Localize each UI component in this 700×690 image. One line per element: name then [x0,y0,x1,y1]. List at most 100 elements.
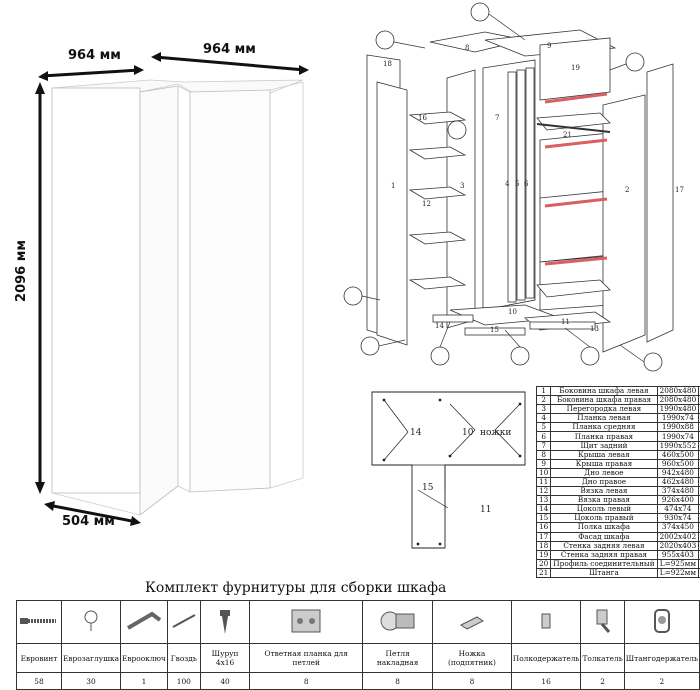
plan-view: 14 10 ножки 15 11 [370,390,530,550]
parts-cell-n: 8 [537,450,551,459]
parts-cell-size: 2002x402 [657,532,699,541]
hardware-qty: 30 [62,673,121,690]
dimension-depth: 504 мм [62,514,115,529]
parts-cell-size: 1990x74 [657,432,699,441]
hardware-qty: 8 [250,673,363,690]
parts-cell-n: 17 [537,532,551,541]
label-18: 18 [383,60,392,68]
hardware-name: Евровинт [17,644,62,673]
parts-cell-n: 6 [537,432,551,441]
parts-cell-name: Стенка задняя правая [551,550,657,559]
wardrobe-drawing [0,0,340,540]
shelf-pin-icon [511,601,581,644]
plan-label-15: 15 [422,483,434,493]
hardware-qty: 2 [624,673,699,690]
hardware-title: Комплект фурнитуры для сборки шкафа [145,580,446,596]
hardware-name: Петля накладная [363,644,433,673]
hardware-qty: 2 [581,673,624,690]
exploded-diagram: 18 1 3 4 5 6 7 8 9 10 11 12 13 14 15 16 … [325,0,700,385]
parts-cell-name: Полка шкафа [551,523,657,532]
label-6: 6 [524,180,529,188]
plan-label-11: 11 [480,505,491,515]
hardware-qty: 8 [363,673,433,690]
cap-icon [62,601,121,644]
parts-cell-name: Планка правая [551,432,657,441]
screw-icon [17,601,62,644]
dimension-width-right: 964 мм [203,42,256,57]
plan-label-10: 10 [462,428,474,438]
label-17: 17 [675,186,684,194]
label-9: 9 [547,42,551,50]
nail-icon [167,601,200,644]
label-10: 10 [508,308,517,316]
parts-cell-n: 16 [537,523,551,532]
hardware-qty: 58 [17,673,62,690]
hardware-name: Ножка (подпятник) [433,644,512,673]
hardware-qty: 8 [433,673,512,690]
label-15: 15 [490,326,499,334]
label-12: 12 [422,200,431,208]
hardware-qty: 40 [200,673,249,690]
label-21: 21 [563,131,572,139]
wood-screw-icon [200,601,249,644]
rod-holder-icon [624,601,699,644]
hardware-name: Толкатель [581,644,624,673]
label-14: 14 [435,322,444,330]
parts-cell-name: Фасад шкафа [551,532,657,541]
parts-cell-name: Стенка задняя левая [551,541,657,550]
exploded-drawing: 18 1 3 4 5 6 7 8 9 10 11 12 13 14 15 16 … [325,0,700,385]
parts-cell-name: Планка средняя [551,423,657,432]
hardware-name: Полкодержатель [511,644,581,673]
label-2: 2 [625,186,629,194]
label-11: 11 [561,318,570,326]
wardrobe-view: 964 мм 964 мм 2096 мм 504 мм [0,0,340,540]
plan-label-14: 14 [410,428,422,438]
parts-cell-size: 1990x552 [657,441,699,450]
hardware-name: Шуруп 4x16 [200,644,249,673]
parts-cell-size: L=925мм [657,559,699,568]
hex-key-icon [121,601,168,644]
parts-cell-size: L=922мм [657,568,699,577]
parts-cell-n: 18 [537,541,551,550]
hardware-qty: 1 [121,673,168,690]
parts-cell-n: 20 [537,559,551,568]
label-19: 19 [571,64,580,72]
hardware-name: Гвоздь [167,644,200,673]
label-7: 7 [495,114,499,122]
hardware-name: Еврозаглушка [62,644,121,673]
parts-cell-name: Штанга [551,568,657,577]
hinge-icon [363,601,433,644]
parts-cell-size: 960x500 [657,459,699,468]
label-5: 5 [515,180,519,188]
label-13: 13 [590,325,599,333]
label-3: 3 [460,182,464,190]
label-1: 1 [391,182,395,190]
hardware-name: Еврооключ [121,644,168,673]
parts-cell-name: Профиль соединительный [551,559,657,568]
parts-cell-n: 21 [537,568,551,577]
hardware-qty: 16 [511,673,581,690]
plan-drawing: 14 10 ножки 15 11 [370,390,530,550]
parts-cell-n: 19 [537,550,551,559]
parts-cell-n: 9 [537,459,551,468]
parts-cell-size: 2020x403 [657,541,699,550]
label-16: 16 [418,114,427,122]
parts-cell-size: 460x500 [657,450,699,459]
parts-cell-n: 7 [537,441,551,450]
push-latch-icon [581,601,624,644]
parts-cell-name: Крыша левая [551,450,657,459]
parts-cell-size: 1990x88 [657,423,699,432]
hardware-name: Штангодержатель [624,644,699,673]
dimension-width-left: 964 мм [68,48,121,63]
